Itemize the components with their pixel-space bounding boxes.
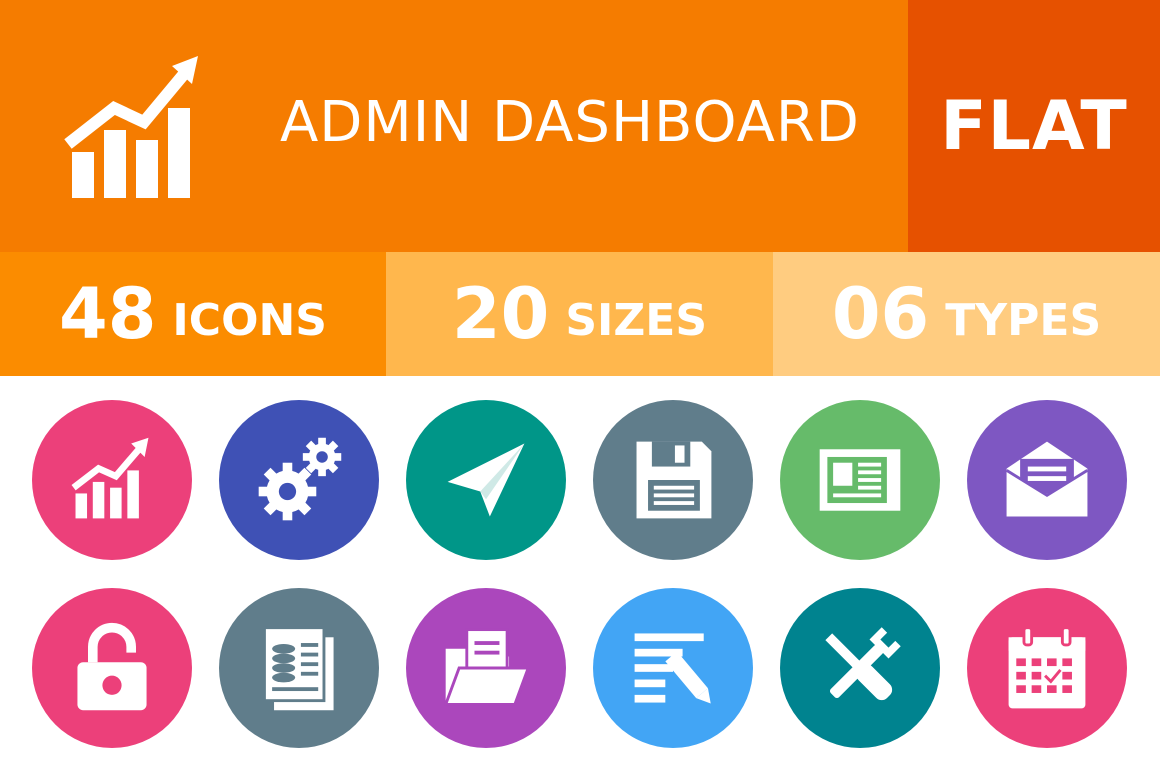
open-envelope-icon (1005, 441, 1089, 517)
bar-chart-up-icon (71, 437, 149, 519)
newspaper-icon (819, 449, 901, 511)
stat-number: 20 (451, 273, 550, 355)
icon-tile (406, 400, 566, 560)
icon-tile (32, 400, 192, 560)
stat-label: TYPES (945, 294, 1102, 346)
bar-chart-up-icon (64, 56, 198, 198)
page-title: ADMIN DASHBOARD (280, 90, 860, 155)
header-banner: ADMIN DASHBOARD (0, 0, 908, 252)
icon-tile (780, 588, 940, 748)
unlocked-padlock-icon (77, 622, 147, 711)
style-badge: FLAT (908, 0, 1160, 252)
icon-tile (780, 400, 940, 560)
icon-tile (406, 588, 566, 748)
tools-icon (825, 627, 901, 701)
icon-tile (593, 400, 753, 560)
stat-icons: 48 ICONS (0, 252, 386, 376)
paper-plane-icon (447, 443, 525, 517)
stat-sizes: 20 SIZES (386, 252, 773, 376)
icon-tile (32, 588, 192, 748)
icon-tile (219, 588, 379, 748)
stat-number: 06 (831, 273, 930, 355)
gears-icon (258, 437, 342, 521)
stat-label: ICONS (172, 294, 327, 346)
stat-types: 06 TYPES (773, 252, 1160, 376)
stat-label: SIZES (565, 294, 708, 346)
style-label: FLAT (940, 86, 1128, 166)
calendar-icon (1008, 626, 1086, 709)
icon-tile (967, 588, 1127, 748)
open-folder-icon (443, 628, 531, 706)
icon-tile (967, 400, 1127, 560)
money-document-icon (263, 626, 334, 711)
icon-tile (219, 400, 379, 560)
stats-bar: 48 ICONS 20 SIZES 06 TYPES (0, 252, 1160, 376)
edit-document-icon (634, 633, 711, 704)
floppy-disk-icon (636, 441, 712, 519)
stat-number: 48 (58, 273, 157, 355)
icon-tile (593, 588, 753, 748)
